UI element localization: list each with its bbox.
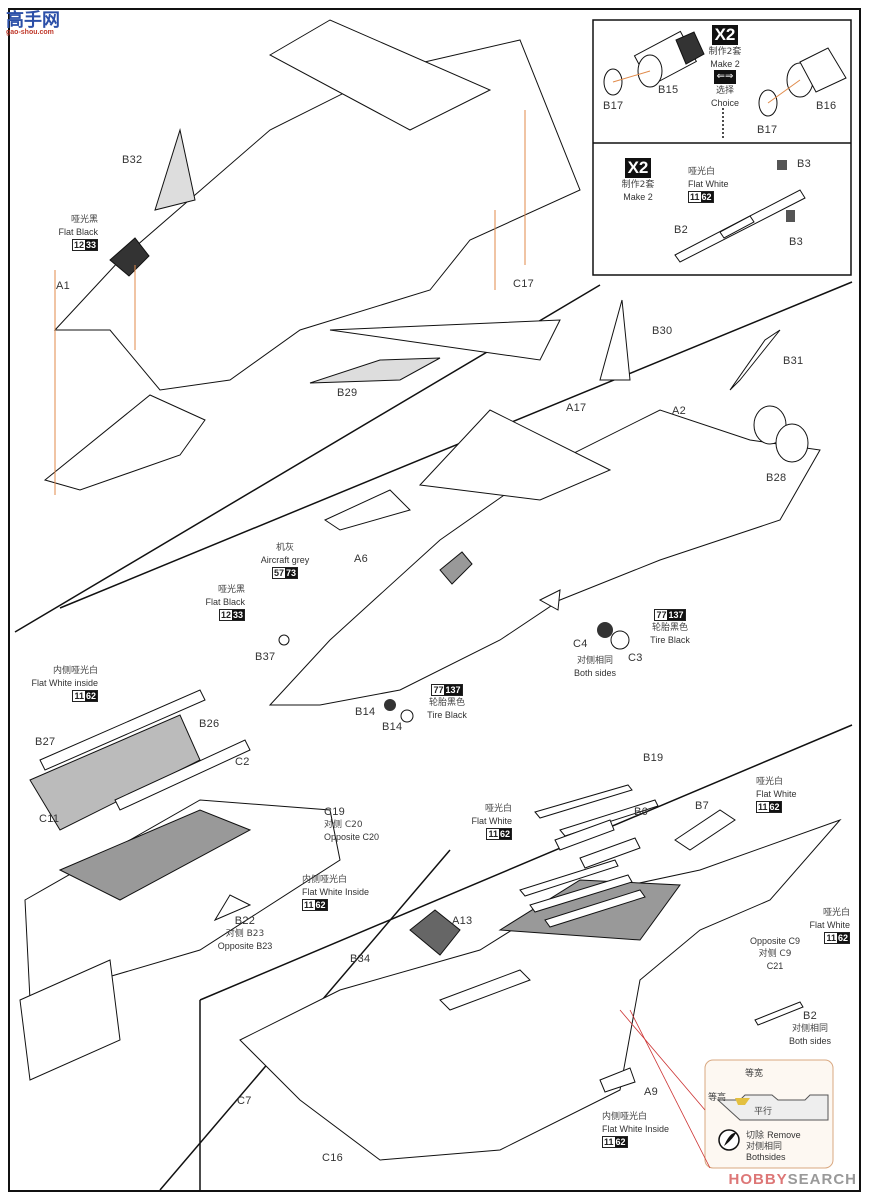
wheel-c4 [597,622,613,638]
multiplier-badge: X2 [624,158,652,178]
part-label-b3-top: B3 [797,158,812,170]
part-label-a1: A1 [56,280,71,292]
part-label-b22: B22 对侧 B23 Opposite B23 [217,915,273,951]
mirror-b37 [278,634,290,646]
aircraft-step4 [239,809,842,1161]
part-label-c17: C17 [513,278,535,290]
part-label-a9: A9 [644,1086,659,1098]
wheel-b14-b [400,709,414,723]
part-label-c11: C11 [39,813,60,825]
part-label-c7: C7 [237,1095,252,1107]
wheel-c3 [610,630,630,650]
part-label-b30: B30 [652,325,673,337]
detail-equal-height: 等高 [708,1093,727,1103]
part-label-b26: B26 [199,718,220,730]
part-label-b27: B27 [35,736,56,748]
part-label-a2: A2 [672,405,687,417]
part-label-b29: B29 [337,387,358,399]
divider-step2 [59,281,853,609]
watermark: HOBBYSEARCH [728,1171,857,1188]
part-label-b17-right: B17 [757,124,778,136]
part-label-b17-left: B17 [603,100,624,112]
part-label-b19: B19 [643,752,664,764]
inset-box [592,19,852,276]
detail-parallel: 平行 [754,1107,773,1117]
detail-equal-width: 等宽 [745,1069,764,1079]
part-label-c3: C3 [628,652,643,664]
page-border [8,8,861,1192]
part-label-c16: C16 [322,1152,344,1164]
part-label-a17: A17 [566,402,587,414]
both-sides-note: 对侧相同 Both sides [573,656,617,678]
part-label-b14-b: B14 [382,721,403,733]
part-label-b37: B37 [255,651,276,663]
part-label-b28: B28 [766,472,787,484]
aircraft-step2 [268,299,821,706]
part-label-b6: B6 [634,806,649,818]
multiplier-badge: X2 [711,25,739,45]
part-label-c21: Opposite C9 对侧 C9 C21 [749,936,801,971]
site-logo: 高手网 gao-shou.com [6,10,60,36]
part-label-b32: B32 [122,154,143,166]
nozzle-b16 [758,47,847,117]
part-label-b2-step4: B2 对侧相同 Both sides [788,1010,832,1046]
make-two-block-missile: X2 制作2套 Make 2 [621,158,655,202]
detail-remove-note: 切除 Remove 对侧相同 Bothsides [746,1130,801,1162]
part-label-b7: B7 [695,800,710,812]
missile-b2 [674,189,806,263]
divider-step4 [199,724,853,1001]
missiles-b19 [519,784,659,928]
part-label-b16: B16 [816,100,837,112]
nozzle-b15 [603,30,705,96]
part-label-b14-a: B14 [355,706,376,718]
choice-arrows-icon: ⇐⇒ [713,70,737,84]
part-label-a6: A6 [354,553,369,565]
part-label-c19: C19 对侧 C20 Opposite C20 [324,806,380,842]
make-two-block-top: X2 制作2套 Make 2 ⇐⇒ 选择 Choice [708,25,742,108]
part-label-c4: C4 [573,638,588,650]
part-label-b15: B15 [658,84,679,96]
wheel-b14-a [384,699,396,711]
aircraft-step1 [43,19,581,491]
part-label-b2: B2 [674,224,689,236]
part-label-a13: A13 [452,915,473,927]
part-label-b3-bottom: B3 [789,236,804,248]
part-label-b31: B31 [783,355,804,367]
part-label-b34: B34 [350,953,371,965]
weapons-bay-step3 [19,689,341,1081]
part-label-c2: C2 [235,756,250,768]
